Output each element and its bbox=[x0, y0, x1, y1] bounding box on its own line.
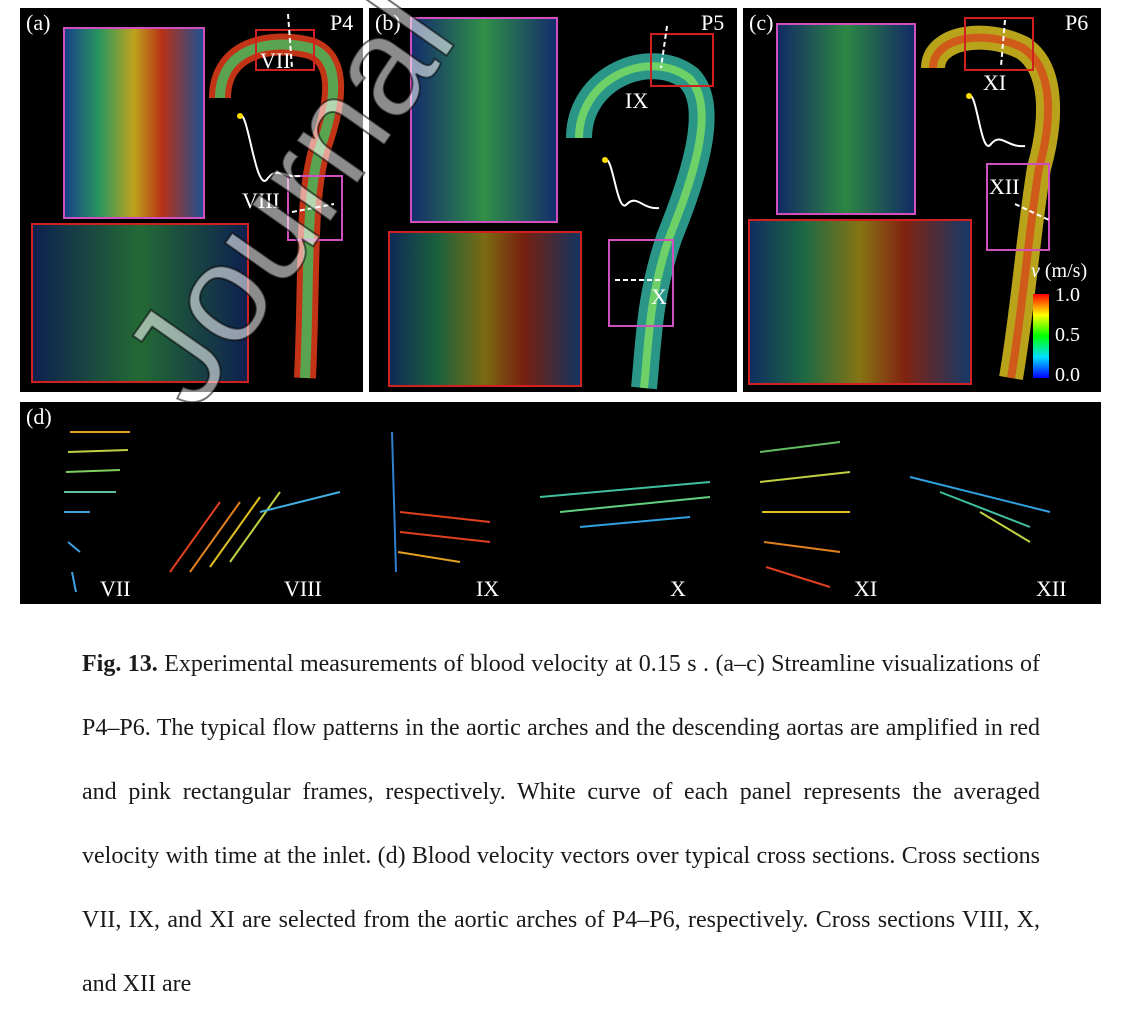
zoom-aortic-arch bbox=[749, 220, 971, 384]
section-label: XII bbox=[989, 174, 1020, 199]
colorbar-variable: v bbox=[1031, 260, 1040, 282]
arch-section-frame bbox=[650, 33, 714, 87]
panel-label: (c) bbox=[749, 10, 774, 35]
panel-label: (d) bbox=[26, 404, 52, 429]
section-label: IX bbox=[625, 88, 649, 113]
time-marker bbox=[602, 157, 608, 163]
colorbar-title: v (m/s) bbox=[1031, 260, 1087, 283]
colorbar-unit: (m/s) bbox=[1039, 260, 1088, 282]
patient-label: P4 bbox=[330, 10, 354, 35]
colorbar-gradient bbox=[1033, 294, 1049, 378]
section-label: XI bbox=[983, 70, 1007, 95]
panel-label: (a) bbox=[26, 10, 51, 35]
patient-label: P6 bbox=[1065, 10, 1089, 35]
section-label: XI bbox=[854, 576, 878, 601]
panel-d: (d) VII VIII IX X XI XII bbox=[20, 402, 1101, 604]
time-marker bbox=[237, 113, 243, 119]
panel-c-figure bbox=[748, 17, 1061, 385]
patient-label: P5 bbox=[701, 10, 725, 35]
arch-section-frame bbox=[964, 17, 1034, 71]
figure-label: Fig. 13. bbox=[82, 651, 158, 677]
colorbar-tick: 0.5 bbox=[1055, 324, 1080, 346]
zoom-descending-aorta bbox=[411, 18, 557, 222]
inlet-velocity-curve bbox=[968, 94, 1026, 148]
zoom-descending-aorta bbox=[777, 24, 915, 214]
vector-field-viii bbox=[169, 491, 341, 573]
aorta-streamlines bbox=[566, 53, 715, 390]
section-label: X bbox=[670, 576, 686, 601]
arch-section-frame bbox=[255, 29, 315, 71]
section-label: IX bbox=[476, 576, 500, 601]
vector-field-vii bbox=[64, 431, 130, 593]
zoom-aortic-arch bbox=[32, 224, 248, 382]
red-frame bbox=[388, 231, 582, 387]
figure-caption: Fig. 13. Experimental measurements of bl… bbox=[82, 632, 1040, 1016]
red-frame bbox=[31, 223, 249, 383]
section-label: XII bbox=[1036, 576, 1067, 601]
pink-frame bbox=[63, 27, 205, 219]
pink-frame bbox=[776, 23, 916, 215]
section-label: VII bbox=[260, 48, 291, 73]
zoom-aortic-arch bbox=[389, 232, 581, 386]
panel-a-figure bbox=[31, 13, 345, 383]
colorbar-tick: 1.0 bbox=[1055, 284, 1080, 306]
colorbar-tick: 0.0 bbox=[1055, 364, 1080, 386]
section-label: VII bbox=[100, 576, 131, 601]
panel-a: (a) P4 VII VIII bbox=[20, 8, 363, 392]
inlet-velocity-curve bbox=[239, 114, 301, 182]
desc-section-frame bbox=[287, 175, 343, 241]
section-label: VIII bbox=[242, 188, 280, 213]
section-label: VIII bbox=[284, 576, 322, 601]
section-label: X bbox=[651, 284, 667, 309]
inlet-velocity-curve bbox=[604, 158, 660, 210]
zoom-descending-aorta bbox=[64, 28, 204, 218]
time-marker bbox=[966, 93, 972, 99]
vector-field-xii bbox=[909, 476, 1051, 543]
panel-label: (b) bbox=[375, 10, 401, 35]
panel-d-figure bbox=[64, 431, 1051, 593]
pink-frame bbox=[410, 17, 558, 223]
panel-c: (c) P6 XI XII v (m/s) 1.0 0.5 0.0 bbox=[743, 8, 1101, 392]
desc-section-frame bbox=[986, 163, 1050, 251]
panel-b-figure bbox=[388, 17, 715, 390]
caption-text: Experimental measurements of blood veloc… bbox=[82, 651, 1041, 997]
desc-section-frame bbox=[608, 239, 674, 327]
panel-b: (b) P5 IX X bbox=[369, 8, 737, 392]
vector-field-xi bbox=[759, 441, 851, 588]
vector-field-x bbox=[539, 481, 711, 528]
vector-field-ix bbox=[391, 431, 491, 573]
red-frame bbox=[748, 219, 972, 385]
